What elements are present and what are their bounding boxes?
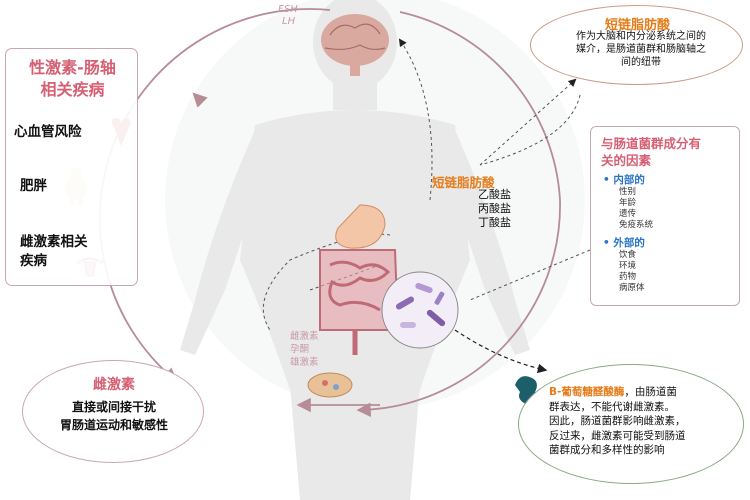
- scfa-type-acetate: 乙酸盐: [478, 188, 511, 201]
- cycle-arrow-top-right: [399, 11, 561, 201]
- center-scfa-title: 短链脂肪酸: [432, 175, 495, 190]
- estrogen-panel-title: 雌激素: [93, 377, 135, 393]
- gut-microbiota-factors-panel: 与肠道菌群成分有 关的因素 • 内部的 性别 年龄 遗传 免疫系统 • 外部的 …: [590, 126, 740, 306]
- estrogen-desc-line2: 胃肠道运动和敏感性: [59, 418, 168, 432]
- hormone-fsh-label: FSH: [278, 4, 298, 15]
- factor-immune-system: 免疫系统: [619, 220, 654, 230]
- ovary-label-estrogen: 雌激素: [290, 331, 319, 342]
- scfa-panel-title: 短链脂肪酸: [604, 18, 670, 33]
- scfa-desc-line2: 媒介，是肠道菌群和肠脑轴之: [576, 44, 706, 55]
- factors-panel-title: 与肠道菌群成分有 关的因素: [601, 135, 733, 169]
- external-factors-heading: • 外部的: [603, 237, 645, 249]
- disease-obesity-label: 肥胖: [20, 178, 47, 194]
- estrogen-desc-line1: 直接或间接干扰: [71, 400, 156, 414]
- scfa-type-propionate: 丙酸盐: [478, 202, 511, 215]
- gut-bacteria-icon: [381, 271, 459, 349]
- factor-genetics: 遗传: [619, 209, 637, 219]
- panel-title: 性激素-肠轴 相关疾病: [6, 57, 139, 101]
- sex-hormone-gut-axis-panel: 性激素-肠轴 相关疾病 心血管风险 肥胖 雌激素相关 疾病: [5, 48, 138, 286]
- scfa-desc-line1: 作为大脑和内分泌系统之间的: [576, 31, 706, 42]
- beta-glucuronidase-text: B-葡萄糖醛酸酶，由肠道菌 群表达，不能代谢雌激素。 因此，肠道菌群影响雌激素，…: [549, 385, 719, 458]
- bglu-line2: 群表达，不能代谢雌激素。: [549, 400, 675, 413]
- external-label: 外部的: [613, 237, 645, 249]
- scfa-description-panel: 短链脂肪酸 作为大脑和内分泌系统之间的 媒介，是肠道菌群和肠脑轴之 间的纽带: [530, 5, 743, 85]
- ovary-hormone-labels: 雌激素 孕酮 雄激素: [290, 330, 319, 369]
- scfa-desc-line3: 间的纽带: [621, 57, 661, 68]
- scfa-type-butyrate: 丁酸盐: [478, 216, 511, 229]
- beta-glucuronidase-panel: B-葡萄糖醛酸酶，由肠道菌 群表达，不能代谢雌激素。 因此，肠道菌群影响雌激素，…: [518, 364, 744, 484]
- internal-factors-list: 性别 年龄 遗传 免疫系统: [619, 187, 653, 231]
- factors-title-line2: 关的因素: [601, 153, 652, 168]
- scfa-types-list: 乙酸盐 丙酸盐 丁酸盐: [478, 188, 511, 230]
- bglu-line3: 因此，肠道菌群影响雌激素，: [549, 415, 686, 427]
- dashed-line-factors: [469, 249, 591, 301]
- factor-diet: 饮食: [619, 250, 637, 260]
- panel-title-line2: 相关疾病: [40, 80, 105, 99]
- factor-sex: 性别: [619, 187, 637, 197]
- factor-age: 年龄: [619, 198, 637, 208]
- bglu-line1-text: B-葡萄糖醛酸酶，由肠道菌: [549, 386, 677, 398]
- dashed-arrow-to-brain: [398, 38, 433, 201]
- ovary-label-progesterone: 孕酮: [290, 344, 310, 355]
- factor-drugs: 药物: [619, 272, 637, 282]
- factor-pathogens: 病原体: [619, 283, 645, 293]
- factor-environment: 环境: [619, 261, 637, 271]
- factors-title-line1: 与肠道菌群成分有: [601, 136, 702, 151]
- stomach-icon: [335, 204, 386, 249]
- ovary-icon: [307, 372, 353, 398]
- disease-estrogen-related-line1: 雌激素相关: [20, 234, 88, 250]
- disease-cardiovascular-label: 心血管风险: [14, 124, 82, 140]
- brain-icon: [321, 14, 389, 76]
- bglu-line1: B-葡萄糖醛酸酶，由肠道菌: [549, 385, 719, 400]
- panel-title-line1: 性激素-肠轴: [29, 58, 116, 77]
- scfa-panel-description: 作为大脑和内分泌系统之间的 媒介，是肠道菌群和肠脑轴之 间的纽带: [556, 30, 726, 69]
- intestine-icon: [319, 249, 400, 355]
- estrogen-panel: 雌激素 直接或间接干扰 胃肠道运动和敏感性: [22, 360, 204, 463]
- dashed-arrow-to-bglu: [454, 329, 548, 374]
- internal-factors-heading: • 内部的: [603, 174, 645, 186]
- external-factors-list: 饮食 环境 药物 病原体: [619, 250, 645, 294]
- bglu-line4: 反过来，雌激素可能受到肠道: [549, 429, 686, 442]
- internal-label: 内部的: [613, 174, 645, 186]
- cycle-arrow-bottom: [356, 199, 561, 417]
- disease-estrogen-related-line2: 疾病: [20, 253, 47, 269]
- bglu-line5: 菌群成分和多样性的影响: [549, 444, 665, 456]
- hormone-lh-label: LH: [282, 16, 296, 27]
- ovary-label-androgen: 雄激素: [290, 357, 319, 368]
